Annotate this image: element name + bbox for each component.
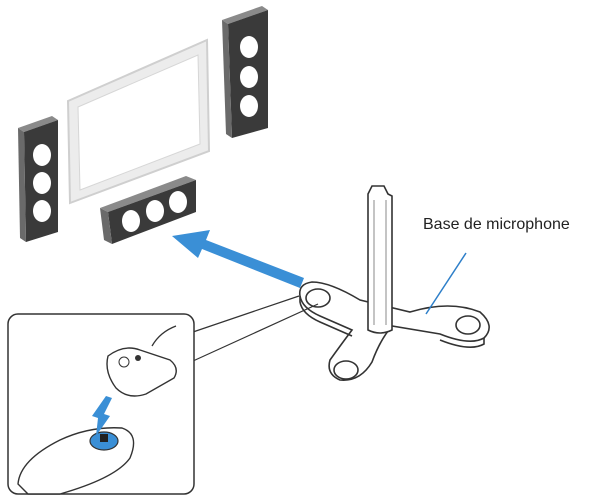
zoom-connector-lines xyxy=(192,295,319,362)
front-left-speaker xyxy=(18,116,58,242)
callout-leader-line xyxy=(425,252,467,315)
inset-detail xyxy=(7,313,195,495)
front-right-speaker xyxy=(222,6,268,138)
tv xyxy=(66,38,211,205)
arrow-icon xyxy=(172,230,304,288)
zigzag-arrow-icon xyxy=(92,396,112,436)
center-speaker xyxy=(100,176,196,244)
microphone-base xyxy=(298,185,490,381)
microphone-base-label: Base de microphone xyxy=(423,216,570,233)
